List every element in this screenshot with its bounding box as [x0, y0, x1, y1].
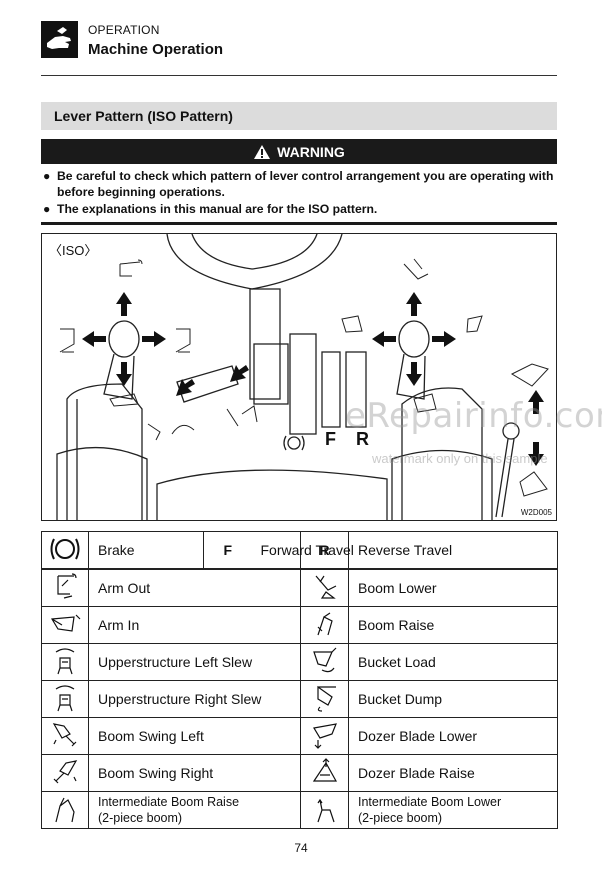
- table-row: Arm In Boom Raise: [41, 606, 558, 644]
- table-row: Upperstructure Right Slew Bucket Dump: [41, 680, 558, 718]
- bullet-icon: ●: [43, 202, 51, 216]
- intermediate-boom-lower-icon: [300, 791, 349, 829]
- legend-label: Intermediate Boom Raise (2-piece boom): [88, 791, 301, 829]
- section-title: Lever Pattern (ISO Pattern): [41, 102, 557, 130]
- legend-label: Bucket Dump: [348, 680, 558, 718]
- legend-label-line: (2-piece boom): [98, 811, 183, 825]
- arm-out-icon: [41, 569, 89, 607]
- warning-banner: WARNING: [41, 139, 557, 164]
- table-row: Intermediate Boom Raise (2-piece boom) In…: [41, 791, 558, 829]
- warning-triangle-icon: [254, 144, 271, 159]
- legend-label: Boom Raise: [348, 606, 558, 644]
- reverse-letter: R: [356, 429, 369, 449]
- dozer-lower-icon: [300, 717, 349, 755]
- slew-right-icon: [41, 680, 89, 718]
- arm-in-icon: [41, 606, 89, 644]
- legend-label: Reverse Travel: [348, 531, 558, 569]
- legend-label: Upperstructure Right Slew: [88, 680, 301, 718]
- symbol-legend-table-body: Arm Out Boom Lower Arm In Boom Raise Upp…: [41, 569, 558, 829]
- page-title: Machine Operation: [88, 41, 224, 58]
- symbol-legend-table: Brake F Forward Travel R Reverse Travel: [41, 531, 558, 569]
- boom-lower-icon: [300, 569, 349, 607]
- watermark: eRepairinfo.com: [345, 396, 602, 436]
- forward-letter: F: [325, 429, 336, 449]
- legend-label: Boom Swing Right: [88, 754, 301, 792]
- legend-label: Upperstructure Left Slew: [88, 643, 301, 681]
- boom-raise-icon: [300, 606, 349, 644]
- warning-item: ● The explanations in this manual are for…: [41, 201, 561, 217]
- legend-label-line: (2-piece boom): [358, 811, 443, 825]
- legend-label: Forward Travel: [251, 531, 354, 569]
- table-row: Arm Out Boom Lower: [41, 569, 558, 607]
- legend-label: Arm Out: [88, 569, 301, 607]
- legend-label: Bucket Load: [348, 643, 558, 681]
- warning-text: The explanations in this manual are for …: [57, 202, 378, 216]
- forward-letter-icon: F: [203, 531, 252, 569]
- legend-label: Boom Swing Left: [88, 717, 301, 755]
- cab-illustration: 〈ISO〉 F R W2D005: [41, 233, 557, 521]
- intermediate-boom-raise-icon: [41, 791, 89, 829]
- section-label: OPERATION: [88, 23, 160, 37]
- slew-left-icon: [41, 643, 89, 681]
- legend-label-line: Intermediate Boom Lower: [358, 795, 502, 809]
- header-divider: [41, 75, 557, 76]
- boom-swing-right-icon: [41, 754, 89, 792]
- warning-text: Be careful to check which pattern of lev…: [57, 169, 554, 199]
- legend-label: Brake: [88, 531, 204, 569]
- legend-label: Arm In: [88, 606, 301, 644]
- table-row: Upperstructure Left Slew Bucket Load: [41, 643, 558, 681]
- warning-label: WARNING: [277, 143, 345, 160]
- legend-label: Intermediate Boom Lower (2-piece boom): [348, 791, 558, 829]
- warning-item: ● Be careful to check which pattern of le…: [41, 168, 561, 200]
- table-row: Brake F Forward Travel R Reverse Travel: [41, 531, 558, 569]
- legend-label-line: Intermediate Boom Raise: [98, 795, 240, 809]
- legend-label: Dozer Blade Raise: [348, 754, 558, 792]
- warning-list: ● Be careful to check which pattern of le…: [41, 168, 561, 218]
- iso-label: 〈ISO〉: [49, 243, 98, 258]
- legend-label: Boom Lower: [348, 569, 558, 607]
- bucket-dump-icon: [300, 680, 349, 718]
- dozer-raise-icon: [300, 754, 349, 792]
- table-row: Boom Swing Right Dozer Blade Raise: [41, 754, 558, 792]
- bucket-load-icon: [300, 643, 349, 681]
- table-row: Boom Swing Left Dozer Blade Lower: [41, 717, 558, 755]
- cab-drawing: [56, 234, 549, 520]
- bullet-icon: ●: [43, 169, 51, 183]
- warning-divider: [41, 222, 557, 225]
- drawing-code: W2D005: [520, 508, 552, 517]
- page-number: 74: [294, 841, 308, 855]
- operation-hand-icon: [41, 21, 78, 58]
- brake-icon: [41, 531, 89, 569]
- watermark-note: watermark only on this sample: [372, 451, 548, 466]
- legend-label: Dozer Blade Lower: [348, 717, 558, 755]
- boom-swing-left-icon: [41, 717, 89, 755]
